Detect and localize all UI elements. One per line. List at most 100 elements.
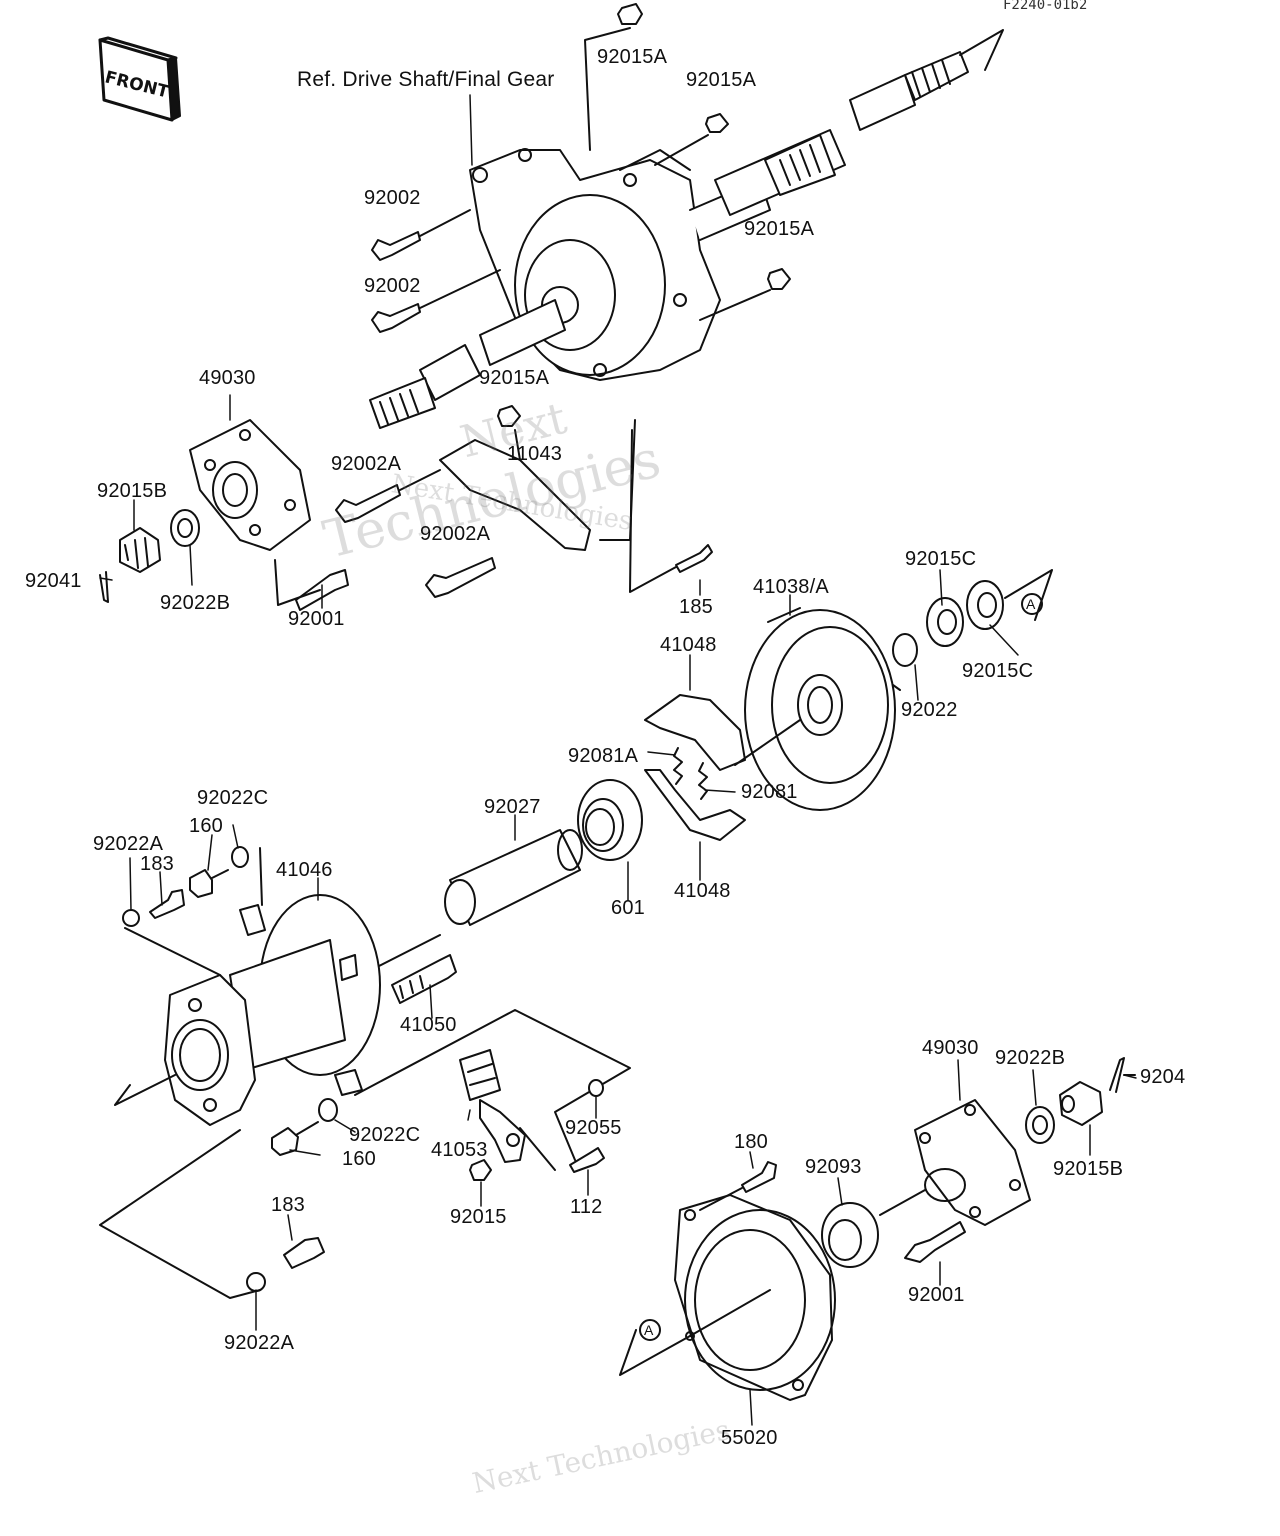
part-label: 92081A [568,745,639,767]
part-label: 160 [189,815,223,837]
washer-92022C-upper [231,846,263,906]
castle-nut-92015B-left [119,527,161,573]
bearing-601 [577,779,643,861]
seal-92093 [821,1202,879,1268]
castle-nut-92015B-right [1059,1081,1103,1126]
part-label: 92002A [331,453,402,475]
nut-92015A-top [584,3,643,151]
reference-label: Ref. Drive Shaft/Final Gear [297,68,555,91]
part-label: 92093 [805,1156,862,1178]
leader-lines [99,94,1137,1426]
part-label: 55020 [721,1427,778,1449]
center-axis-line [734,719,801,766]
part-label: 92022A [224,1332,295,1354]
part-label: 92041 [25,570,82,592]
bolt-112 [569,1147,605,1173]
section-arrow-A-bottom: A [619,1319,691,1376]
part-label: 92022B [995,1047,1066,1069]
part-label: 11043 [507,443,563,465]
part-label: 92022C [197,787,269,809]
part-label: 92015C [905,548,977,570]
part-label: 92015A [744,218,815,240]
part-label: 92001 [288,608,345,630]
nut-92015C-1 [926,597,964,647]
washer-92022 [892,633,918,667]
bolt-180 [699,1161,777,1211]
washer-92022B-left [170,509,200,547]
washer-92022C-lower [318,1098,338,1122]
part-label: 41053 [431,1139,488,1161]
part-label: 41050 [400,1014,457,1036]
svg-text:A: A [644,1322,654,1338]
part-label: 92002 [364,187,421,209]
bolt-92002A-lower [425,557,496,598]
bolt-92001-right [904,1221,966,1263]
cotter-pin-92041-right [1109,1057,1136,1093]
bolt-92002-lower [371,269,501,333]
part-label: 92022A [93,833,164,855]
part-label: 92002 [364,275,421,297]
nut-160-upper [189,869,229,898]
part-label: 183 [140,853,174,875]
spring-92081A [673,747,683,785]
figure-code: F2240-01b2 [1003,0,1088,13]
leader-lines-lower-left [99,1129,261,1299]
part-label: 112 [570,1196,603,1218]
ring-92055 [588,1079,604,1097]
part-label: 92015 [450,1206,507,1228]
nut-92015A-2 [654,113,729,166]
section-arrow-A-top: A [1004,569,1053,621]
svg-text:A: A [1026,596,1036,612]
brake-shoe-41048-upper [644,694,746,771]
part-label: 92081 [741,781,798,803]
brake-shoe-41048-lower [644,769,746,841]
part-label: 180 [734,1131,768,1153]
bolt-185 [629,429,713,593]
brake-drum-41038A [744,607,901,811]
bolt-183-lower [283,1237,325,1269]
cotter-pin-92041-left [99,571,109,603]
part-label: 92002A [420,523,491,545]
part-label: 92015A [479,367,550,389]
bolt-160-lower [271,1121,319,1156]
part-label: 49030 [199,367,256,389]
brake-cover-55020 [674,1194,836,1401]
part-label: 601 [611,897,645,919]
bolt-183-upper [149,889,185,919]
nut-92015C-2 [966,580,1004,630]
part-label: 9204 [1140,1066,1186,1088]
part-label: 183 [271,1194,305,1216]
part-label: 92022 [901,699,958,721]
part-label: 92055 [565,1117,622,1139]
part-label: 92022B [160,592,231,614]
nut-92015-lever [469,1159,492,1181]
washer-92022A-lower [246,1272,266,1292]
part-label: 41048 [674,880,731,902]
brake-panel-41046 [114,894,381,1126]
bearing-housing-49030-left [189,419,311,551]
bolt-92002A-upper [335,469,441,523]
part-label: 92015B [97,480,168,502]
part-label: 92015A [597,46,668,68]
part-label: 41046 [276,859,333,881]
axle-shaft-right [689,29,1004,241]
part-label: 41048 [660,634,717,656]
cam-41050 [391,954,457,1004]
front-direction-marker: FRONT [98,36,181,122]
nut-92015A-3 [699,268,791,321]
leader-92022A-upper [124,927,221,976]
spring-92081 [698,762,708,800]
part-label: 92015C [962,660,1034,682]
part-label: 41038/A [753,576,829,598]
part-label: 160 [342,1148,376,1170]
washer-92022A-upper [122,909,140,927]
bolt-92002-upper [371,209,471,261]
bearing-housing-49030-right [879,1099,1031,1226]
part-label: 92027 [484,796,541,818]
part-label: 92015A [686,69,757,91]
part-label: 92015B [1053,1158,1124,1180]
part-label: 49030 [922,1037,979,1059]
nut-92015A-4 [497,405,521,427]
collar-92027 [374,829,583,969]
